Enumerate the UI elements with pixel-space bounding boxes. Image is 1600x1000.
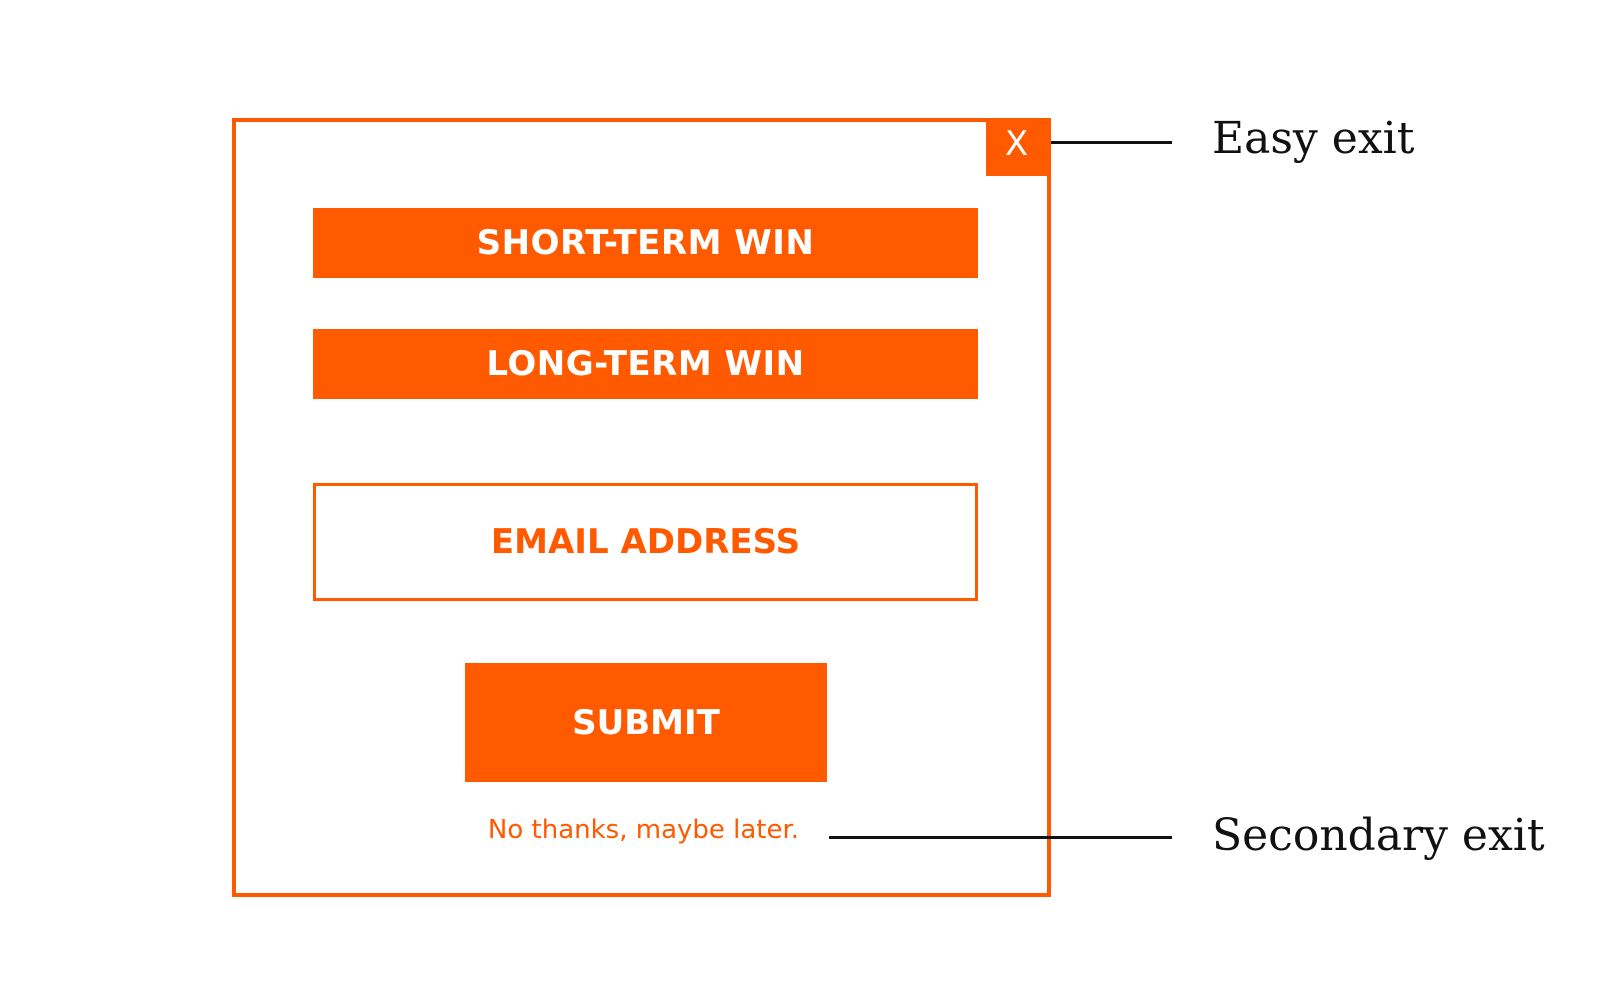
- submit-button[interactable]: SUBMIT: [465, 663, 827, 782]
- secondary-exit-label: Secondary exit: [1212, 810, 1545, 861]
- short-term-win-button[interactable]: SHORT-TERM WIN: [313, 208, 978, 278]
- email-field[interactable]: EMAIL ADDRESS: [313, 483, 978, 601]
- long-term-win-button[interactable]: LONG-TERM WIN: [313, 329, 978, 399]
- secondary-exit-callout-line: [829, 836, 1172, 839]
- no-thanks-link[interactable]: No thanks, maybe later.: [487, 815, 800, 845]
- close-button[interactable]: X: [986, 122, 1047, 176]
- popup-modal: X SHORT-TERM WIN LONG-TERM WIN EMAIL ADD…: [232, 118, 1051, 897]
- easy-exit-label: Easy exit: [1212, 113, 1415, 164]
- easy-exit-callout-line: [1051, 141, 1172, 144]
